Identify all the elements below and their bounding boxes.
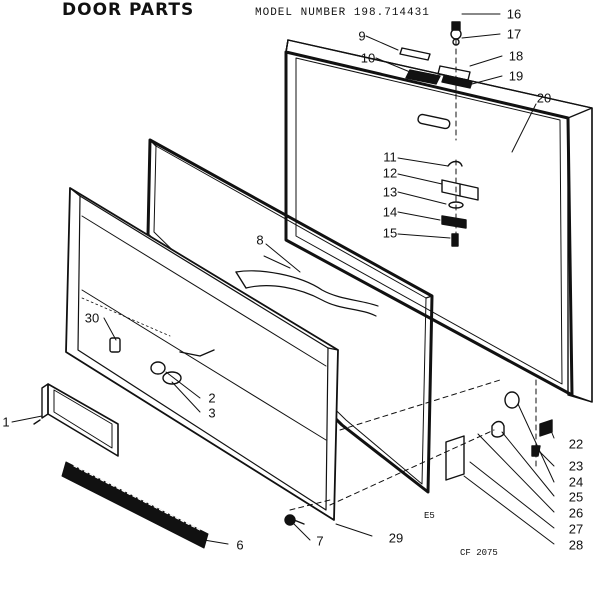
leader-lines — [11, 13, 555, 545]
callout-25: 25 — [568, 489, 584, 505]
callout-26: 26 — [568, 505, 584, 521]
callout-9: 9 — [358, 28, 366, 44]
callout-7: 7 — [316, 533, 324, 549]
callout-29: 29 — [388, 530, 404, 546]
trim-strip — [61, 461, 209, 549]
door-knob-part — [150, 361, 166, 375]
callout-3: 3 — [208, 405, 216, 421]
outer-door-panel — [284, 39, 593, 403]
callout-22: 22 — [568, 436, 584, 452]
clip-part — [179, 349, 215, 357]
door-stop-part — [162, 371, 182, 385]
callout-13: 13 — [382, 184, 398, 200]
callout-1: 1 — [2, 414, 10, 430]
callout-17: 17 — [506, 26, 522, 42]
center-hinge-assembly — [441, 160, 479, 247]
screw-part — [284, 514, 305, 526]
callout-19: 19 — [508, 68, 524, 84]
top-hinge-assembly — [399, 21, 473, 89]
callout-12: 12 — [382, 165, 398, 181]
callout-16: 16 — [506, 6, 522, 22]
model-number: MODEL NUMBER 198.714431 — [255, 7, 430, 19]
callout-27: 27 — [568, 521, 584, 537]
callout-20: 20 — [536, 90, 552, 106]
callout-14: 14 — [382, 204, 398, 220]
callout-6: 6 — [236, 537, 244, 553]
callout-24: 24 — [568, 474, 584, 490]
inner-door-panel — [65, 187, 339, 521]
callout-15: 15 — [382, 225, 398, 241]
callout-23: 23 — [568, 458, 584, 474]
callout-30: 30 — [84, 310, 100, 326]
door-handle — [41, 383, 119, 457]
callout-11: 11 — [383, 149, 397, 165]
diagram-title: DOOR PARTS — [62, 0, 195, 20]
alignment-lines — [289, 39, 537, 511]
callout-8: 8 — [256, 232, 264, 248]
door-liner-frame — [146, 138, 434, 494]
figure-code: CF 2075 — [460, 548, 498, 558]
section-code: E5 — [424, 511, 435, 521]
callout-18: 18 — [508, 48, 524, 64]
callout-28: 28 — [568, 537, 584, 553]
callout-2: 2 — [208, 390, 216, 406]
callout-10: 10 — [360, 50, 376, 66]
bottom-hinge-assembly — [445, 391, 553, 481]
